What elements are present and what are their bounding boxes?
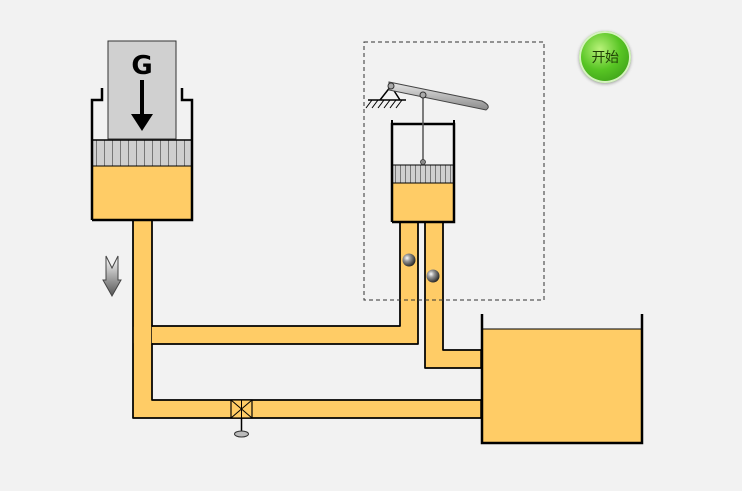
start-button-label: 开始 [591, 50, 620, 66]
large-cylinder-oil [92, 166, 192, 220]
weight-load: G [107, 40, 177, 140]
large-cylinder-wall [90, 88, 194, 222]
start-button[interactable]: 开始 [579, 31, 631, 83]
small-cylinder-oil [392, 183, 454, 222]
pressure-check-valve-ball [402, 253, 416, 267]
small-cylinder [390, 96, 456, 224]
large-piston-ring [91, 139, 193, 167]
pump-lever-handle[interactable] [387, 81, 489, 111]
release-valve-knob[interactable] [234, 430, 249, 438]
suction-check-valve-ball [426, 269, 440, 283]
pipe-network [132, 219, 482, 419]
weight-label: G [131, 51, 152, 81]
release-valve[interactable] [230, 399, 253, 438]
reservoir-wall [480, 314, 644, 445]
small-piston-ring [391, 164, 455, 184]
weight-down-arrow-icon [131, 114, 153, 131]
descend-arrow-icon [102, 255, 122, 298]
reservoir-oil [482, 329, 642, 443]
hand-pump-boundary [363, 41, 545, 301]
oil-reservoir [480, 314, 644, 445]
large-cylinder [90, 88, 194, 222]
